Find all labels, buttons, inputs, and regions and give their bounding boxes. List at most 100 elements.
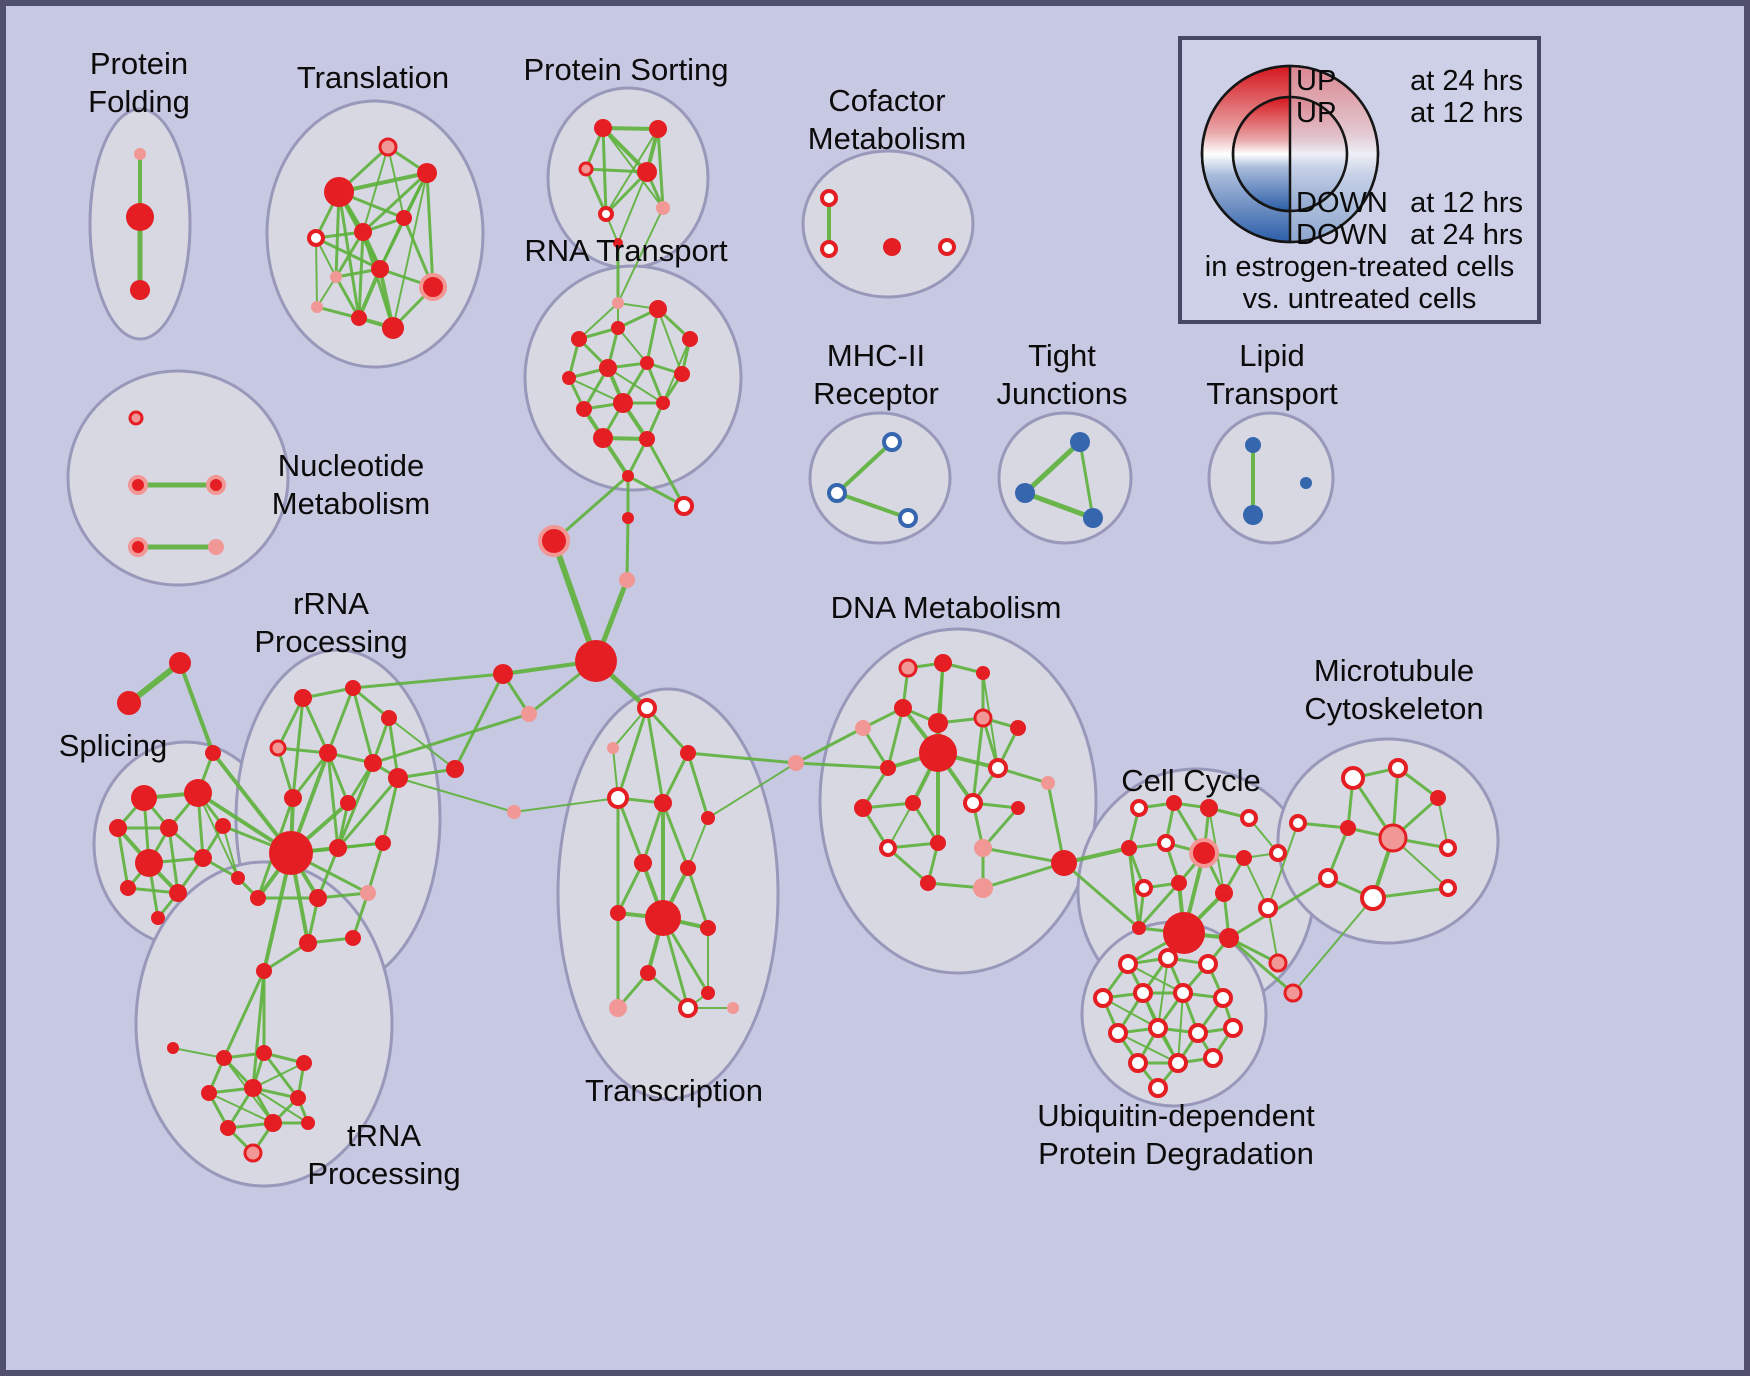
network-node	[184, 779, 212, 807]
network-node	[360, 885, 376, 901]
network-node	[1283, 983, 1303, 1003]
network-node	[827, 483, 847, 503]
network-node	[324, 177, 354, 207]
network-node	[117, 691, 141, 715]
network-node	[1168, 1053, 1188, 1073]
network-node	[1240, 809, 1258, 827]
network-node	[637, 698, 657, 718]
network-node	[284, 789, 302, 807]
network-node	[607, 742, 619, 754]
network-node	[645, 900, 681, 936]
network-node	[1200, 799, 1218, 817]
network-edge	[1127, 963, 1184, 994]
network-edge	[366, 841, 385, 895]
network-node	[622, 470, 634, 482]
network-edge	[301, 696, 330, 755]
legend-row-down-24: DOWN at 24 hrs	[1296, 219, 1523, 252]
network-node	[1245, 437, 1261, 453]
network-node	[1258, 898, 1278, 918]
network-edge	[1078, 440, 1095, 520]
network-node	[126, 203, 154, 231]
network-node	[134, 148, 146, 160]
network-node	[1070, 432, 1090, 452]
cluster-ellipse-lipid-transport	[1207, 411, 1335, 545]
network-node	[882, 432, 902, 452]
network-node	[319, 744, 337, 762]
network-node	[1189, 838, 1219, 868]
network-node	[269, 831, 313, 875]
network-edge	[645, 361, 665, 405]
network-node	[256, 1045, 272, 1061]
network-node	[1340, 820, 1356, 836]
legend-row-up-12: UP at 12 hrs	[1296, 97, 1523, 130]
network-edge	[794, 761, 890, 770]
network-node	[220, 1120, 236, 1136]
network-node	[1388, 758, 1408, 778]
network-node	[639, 431, 655, 447]
network-edge	[981, 846, 1066, 865]
network-edge	[645, 706, 665, 805]
network-node	[820, 240, 838, 258]
network-edge	[794, 726, 865, 765]
cluster-label-protein-sorting: Protein Sorting	[523, 52, 728, 87]
network-node	[1051, 850, 1077, 876]
network-node	[216, 1050, 232, 1066]
network-node	[634, 854, 652, 872]
network-node	[215, 818, 231, 834]
network-node	[1215, 884, 1233, 902]
network-edge	[657, 308, 683, 375]
network-edge	[362, 146, 389, 233]
network-edge	[617, 327, 648, 364]
network-node	[109, 819, 127, 837]
network-node	[1108, 1023, 1128, 1043]
network-node	[654, 794, 672, 812]
network-node	[1011, 801, 1025, 815]
network-node	[607, 787, 629, 809]
network-edge	[616, 796, 645, 865]
network-edge	[453, 672, 505, 771]
network-node	[1213, 988, 1233, 1008]
network-edge	[687, 817, 709, 869]
network-edge	[641, 801, 665, 865]
network-node	[1128, 1053, 1148, 1073]
network-node	[656, 201, 670, 215]
network-node	[205, 745, 221, 761]
network-node	[879, 839, 897, 857]
cluster-ellipse-transcription	[556, 687, 780, 1101]
network-edge	[886, 706, 905, 770]
network-edge	[337, 171, 429, 194]
cluster-ellipse-rna-transport	[523, 264, 743, 492]
network-node	[1148, 1078, 1168, 1098]
network-node	[919, 734, 957, 772]
network-edge	[1137, 881, 1181, 930]
network-edge	[1062, 861, 1141, 930]
network-edge	[392, 172, 428, 329]
network-edge	[172, 1047, 225, 1059]
network-node	[382, 317, 404, 339]
legend-down-12-word: DOWN	[1296, 187, 1388, 219]
network-edge	[617, 207, 664, 304]
network-node	[883, 238, 901, 256]
network-edge	[1022, 439, 1083, 496]
network-node	[619, 572, 635, 588]
network-edge	[252, 1062, 305, 1089]
network-edge	[584, 167, 649, 174]
cluster-ellipse-mhc-ii-receptor	[808, 411, 952, 545]
network-node	[976, 666, 990, 680]
network-node	[364, 754, 382, 772]
network-edge	[387, 146, 405, 219]
network-edge	[425, 171, 435, 289]
network-edge	[601, 126, 660, 131]
network-edge	[252, 1087, 309, 1124]
network-node	[290, 1090, 306, 1106]
network-node	[593, 428, 613, 448]
legend-row-up-24: UP at 24 hrs	[1296, 65, 1523, 98]
network-edge	[607, 367, 664, 404]
network-node	[788, 755, 804, 771]
network-node	[880, 760, 896, 776]
network-edge	[387, 716, 400, 780]
network-node	[264, 1114, 282, 1132]
